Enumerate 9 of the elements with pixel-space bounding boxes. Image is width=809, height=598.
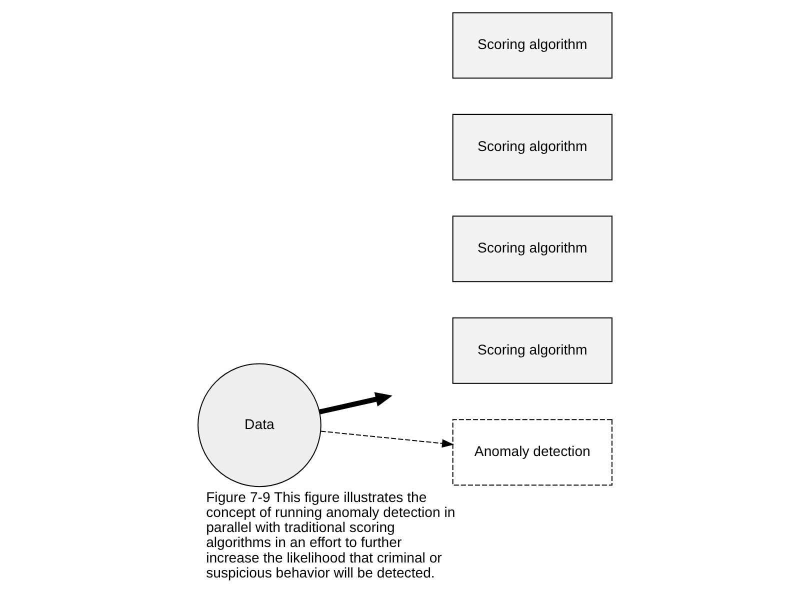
node-box: Scoring algorithm — [452, 216, 612, 282]
arrow — [318, 392, 392, 414]
caption: Figure 7-9 This figure illustrates the concept of running anomaly detection in parallel with traditional scoring algorithms in an effort to further increase the likelihood that criminal or suspicious behavior will be detected. — [206, 488, 455, 580]
node-box: Anomaly detection — [452, 419, 612, 486]
node-box: Scoring algorithm — [452, 12, 612, 79]
node-box: Scoring algorithm — [452, 114, 612, 180]
arrow — [320, 430, 454, 448]
node-box: Scoring algorithm — [452, 317, 612, 384]
node-circle: Data — [197, 363, 321, 488]
